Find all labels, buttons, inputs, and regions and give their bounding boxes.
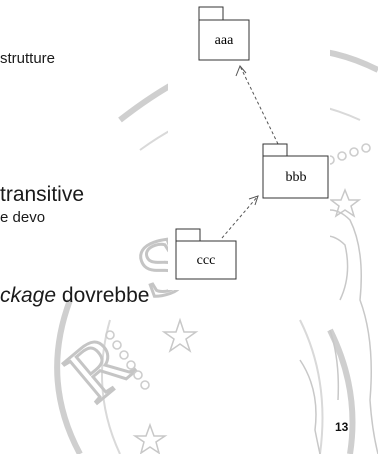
package-ccc-tab — [175, 228, 201, 242]
package-bbb-tab — [262, 143, 288, 157]
package-aaa-label: aaa — [215, 33, 234, 48]
package-ccc-body — [175, 240, 237, 280]
package-ccc-label: ccc — [197, 253, 216, 268]
package-aaa: aaa — [198, 6, 250, 61]
package-bbb: bbb — [262, 143, 329, 199]
text-line-strutture: strutture — [0, 50, 56, 67]
package-bbb-label: bbb — [286, 170, 307, 185]
page-number: 13 — [335, 420, 349, 434]
text-ckage: ckage — [0, 284, 57, 307]
package-aaa-body — [198, 19, 250, 61]
package-ccc: ccc — [175, 228, 237, 280]
dependency-bbb-to-aaa — [235, 65, 279, 145]
package-bbb-body — [262, 155, 329, 199]
dependency-ccc-to-bbb — [221, 195, 259, 239]
text-dovrebbe: dovrebbe — [61, 284, 150, 307]
text-line-e-devo: e devo — [0, 209, 46, 226]
package-aaa-tab — [198, 6, 224, 21]
text-line-ckage-dovrebbe: ckage dovrebbe — [0, 284, 149, 308]
text-line-transitive: transitive — [0, 183, 85, 206]
